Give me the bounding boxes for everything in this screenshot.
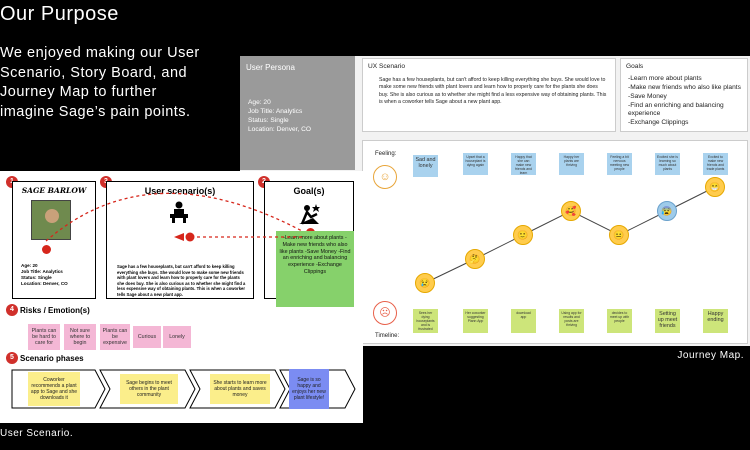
persona-job: Job Title: Analytics [248, 108, 303, 115]
timeline-note: Her coworker suggesting Plann App [463, 309, 488, 333]
emotion-face-icon: 😐 [609, 225, 629, 245]
ux-scenario-card: UX Scenario Sage has a few houseplants, … [362, 58, 616, 132]
persona-header: User Persona [246, 63, 295, 72]
goals-card: Goals -Learn more about plants -Make new… [620, 58, 748, 132]
ux-scenario-body: Sage has a few houseplants, but can't af… [379, 77, 607, 106]
persona-detail: Status: Single [21, 275, 52, 280]
emotion-journey-chart: Feeling: ☺ ☹ Timeline: Sad and lonely Ups… [362, 140, 748, 344]
feeling-note: Excited she is learning so much about pl… [655, 153, 680, 175]
scenario-person-icon [170, 201, 188, 223]
goal-item: -Make new friends who also like plants [628, 84, 741, 91]
journey-map-board: User Persona Age: 20 Job Title: Analytic… [240, 56, 750, 346]
feeling-note: Happy that she can make new friends and … [511, 153, 536, 175]
persona-age: Age: 20 [248, 99, 271, 106]
feeling-note: Feeling a bit nervous meeting new people [607, 153, 632, 175]
persona-status: Status: Single [248, 117, 289, 124]
persona-detail: Location: Denver, CO [21, 281, 68, 286]
happy-face-icon: ☺ [373, 165, 397, 189]
feeling-note: Excited to make new friends and trade pl… [703, 153, 728, 175]
feeling-note: Happy her plants are thriving [559, 153, 584, 175]
timeline-note: Sees her dying houseplants and is frustr… [413, 309, 438, 333]
ux-scenario-header: UX Scenario [368, 63, 406, 70]
journey-map-caption: Journey Map. [677, 350, 744, 361]
user-scenario-caption: User Scenario. [0, 428, 74, 439]
persona-detail: Job Title: Analytics [21, 269, 63, 274]
timeline-note: Happy ending [703, 309, 728, 333]
goal-title: Goal(s) [293, 186, 325, 196]
user-scenario-board: 1 3 2 SAGE BARLOW Age: 20 Job Title: Ana… [0, 171, 363, 423]
feeling-note: Upset that a houseplant is dying again [463, 153, 488, 175]
persona-name: SAGE BARLOW [21, 186, 87, 195]
timeline-note: download app [511, 309, 536, 333]
emotion-face-icon: 😰 [657, 201, 677, 221]
emotion-note: Curious [133, 326, 161, 348]
goal-item: -Find an enriching and balancing experie… [628, 102, 724, 117]
emotion-face-icon: 🥰 [561, 201, 581, 221]
timeline-note: Using app for results and posts are thri… [559, 309, 584, 333]
scenario-box: User scenario(s) Sage has a few housepla… [106, 181, 254, 299]
risk-note: Plants can be expensive [100, 324, 130, 350]
phases-title: Scenario phases [20, 354, 84, 363]
sad-face-icon: ☹ [373, 301, 397, 325]
goal-item: -Learn more about plants [628, 75, 702, 82]
persona-photo [31, 200, 71, 240]
goal-flag-icon [299, 204, 320, 225]
scenario-text: Sage has a few houseplants, but can't af… [117, 264, 246, 297]
timeline-label: Timeline: [375, 333, 400, 339]
goal-item: -Exchange Clippings [628, 119, 689, 126]
risk-note: Not sure where to begin [64, 324, 96, 350]
phase-note-final: Sage is so happy and enjoys her new plan… [289, 369, 329, 409]
flow-arrows [45, 192, 303, 242]
timeline-note: decides to meet up with people [607, 309, 632, 333]
emotion-face-icon: 🤔 [465, 249, 485, 269]
persona-box: SAGE BARLOW Age: 20 Job Title: Analytics… [12, 181, 96, 299]
risks-title: Risks / Emotion(s) [20, 306, 90, 315]
page-title: Our Purpose [0, 3, 119, 25]
connector-dot [42, 245, 51, 254]
persona-detail: Age: 20 [21, 263, 38, 268]
goal-item: -Save Money [628, 93, 667, 100]
intro-text: We enjoyed making our User Scenario, Sto… [0, 45, 200, 120]
emotion-face-icon: 😢 [415, 273, 435, 293]
emotion-face-icon: 😁 [705, 177, 725, 197]
scenario-title: User scenario(s) [144, 186, 216, 196]
phase-note: Coworker recommends a plant app to Sage … [28, 372, 80, 406]
step-number-badge: 4 [6, 304, 18, 316]
phase-note: Sage begins to meet others in the plant … [120, 374, 178, 404]
goal-sticky-note: -Learn more about plants -Make new frien… [276, 231, 354, 307]
emotion-face-icon: 🙂 [513, 225, 533, 245]
feeling-label: Feeling: [375, 151, 397, 157]
step-number-badge: 5 [6, 352, 18, 364]
persona-location: Location: Denver, CO [248, 126, 312, 133]
goals-header: Goals [626, 63, 644, 70]
feeling-note: Sad and lonely [413, 155, 438, 177]
phase-note: She starts to learn more about plants an… [210, 374, 270, 404]
emotion-note: Lonely [163, 326, 191, 348]
timeline-note: Setting up meet friends [655, 309, 680, 333]
user-persona-panel: User Persona Age: 20 Job Title: Analytic… [240, 56, 355, 170]
risk-note: Plants can be hard to care for [28, 324, 60, 350]
